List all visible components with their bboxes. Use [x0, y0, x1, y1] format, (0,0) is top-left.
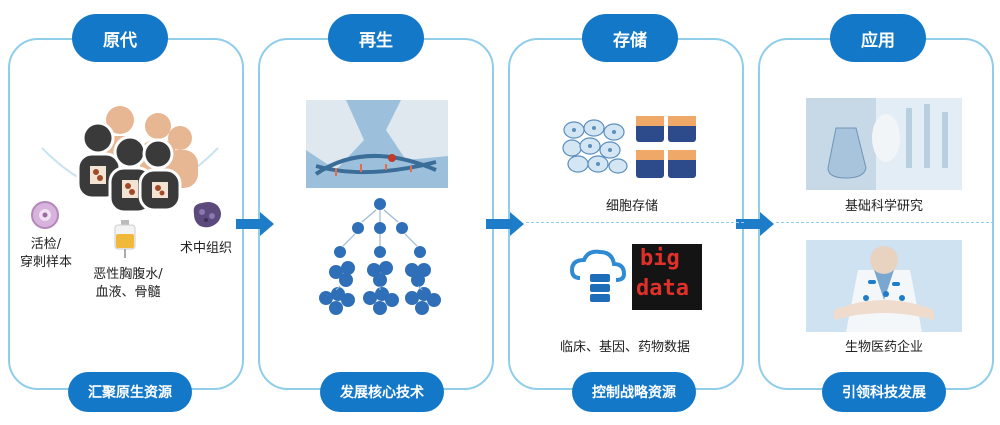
big-data-image: big data	[632, 244, 702, 310]
patients-illustration	[41, 106, 219, 213]
stage-title-regeneration: 再生	[328, 14, 424, 62]
source-biopsy-label: 活检/ 穿刺样本	[19, 237, 72, 270]
arrow-right-icon	[486, 212, 524, 236]
cloud-database-icon	[569, 249, 627, 302]
stage-title-application: 应用	[830, 14, 926, 62]
pharma-image	[806, 240, 962, 332]
biopsy-cell-icon	[31, 201, 59, 229]
stage-footer-storage: 控制战略资源	[572, 372, 696, 412]
arrow-right-icon	[736, 212, 774, 236]
stage-footer-primary: 汇聚原生资源	[68, 372, 192, 412]
iv-bag-icon	[114, 220, 136, 258]
divider	[776, 222, 994, 223]
divider	[526, 222, 744, 223]
big-data-text-bottom: data	[636, 276, 689, 301]
tissue-icon	[193, 202, 221, 228]
arrow-right-icon	[236, 212, 274, 236]
cell-proliferation-tree	[319, 198, 441, 315]
lab-hands-image	[306, 100, 448, 188]
stage-title-storage: 存储	[582, 14, 678, 62]
stage-title-primary: 原代	[72, 14, 168, 62]
storage-data-label: 临床、基因、药物数据	[559, 340, 690, 355]
big-data-text-top: big	[640, 246, 680, 271]
stage-footer-application: 引领科技发展	[822, 372, 946, 412]
tumor-tubes-icon	[636, 116, 696, 178]
panel-regeneration	[258, 38, 494, 390]
source-surgery-label: 术中组织	[179, 241, 232, 256]
stage-footer-regeneration: 发展核心技术	[320, 372, 444, 412]
storage-cells-label: 细胞存储	[605, 199, 658, 214]
cell-cluster-icon	[562, 119, 628, 174]
application-pharma-label: 生物医药企业	[844, 340, 923, 355]
application-research-label: 基础科学研究	[844, 199, 923, 214]
source-fluids-label: 恶性胸腹水/ 血液、骨髓	[93, 267, 163, 300]
lab-research-image	[806, 98, 962, 190]
